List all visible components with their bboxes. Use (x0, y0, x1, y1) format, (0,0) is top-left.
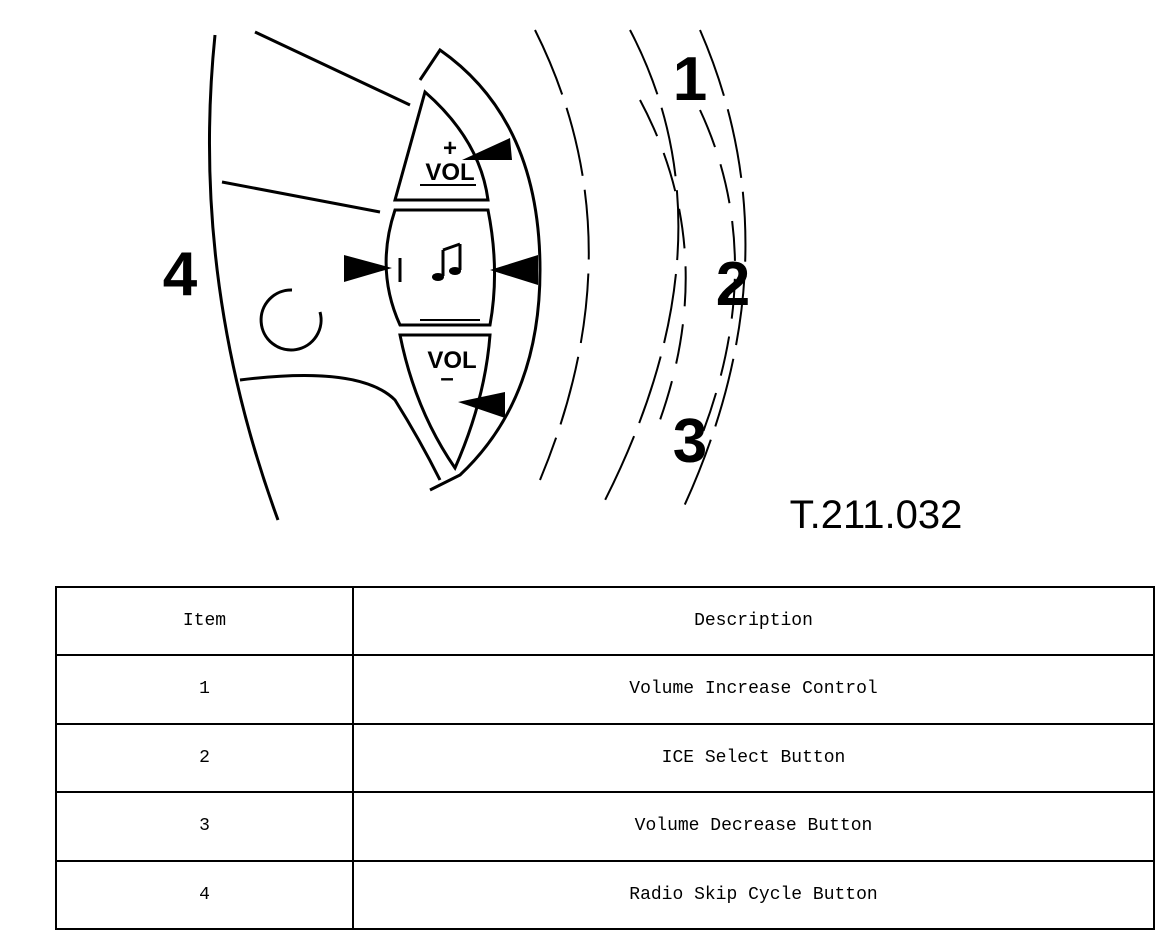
rim-inner-arc (207, 34, 280, 521)
cell-description: ICE Select Button (352, 722, 1155, 793)
vol-down-sign: – (440, 365, 453, 392)
select-button[interactable] (384, 208, 497, 327)
legend-header-row: Item Description (55, 586, 1155, 656)
steering-wheel-controls-diagram: + VOL VOL – 1 2 3 4 T.211.032 (163, 29, 963, 537)
header-item: Item (55, 586, 354, 656)
vol-down-label: VOL (427, 347, 476, 374)
spoke-upper-line (254, 30, 411, 107)
motion-arcs-inner (639, 99, 736, 441)
cell-description: Volume Increase Control (352, 654, 1155, 725)
vol-up-label: VOL (425, 159, 474, 186)
horn-ring (259, 288, 323, 352)
callout-2: 2 (716, 250, 750, 319)
header-description: Description (352, 586, 1155, 656)
cell-description: Radio Skip Cycle Button (352, 859, 1155, 930)
vol-down-button[interactable] (398, 333, 492, 472)
spoke-middle-line (221, 180, 381, 214)
arrow-1-icon (462, 138, 512, 160)
table-row: 2 ICE Select Button (55, 722, 1155, 793)
bezel-outer (418, 47, 542, 492)
wheel-outline (207, 30, 542, 521)
music-note-icon (432, 242, 462, 281)
skip-arrow-icon (344, 255, 402, 282)
motion-arcs (534, 29, 747, 516)
callout-4: 4 (163, 240, 198, 309)
vol-up-button[interactable] (393, 89, 490, 202)
table-row: 4 Radio Skip Cycle Button (55, 859, 1155, 930)
vol-up-sign: + (443, 135, 457, 162)
cell-item: 4 (55, 859, 354, 930)
table-row: 3 Volume Decrease Button (55, 791, 1155, 862)
cell-item: 1 (55, 654, 354, 725)
figure-reference: T.211.032 (790, 493, 963, 537)
callout-1: 1 (673, 45, 707, 114)
cell-item: 2 (55, 722, 354, 793)
control-cluster (384, 89, 497, 472)
arrow-3-icon (458, 392, 505, 418)
legend-table: Item Description 1 Volume Increase Contr… (55, 586, 1155, 930)
spoke-lower-curve (239, 374, 442, 481)
cell-item: 3 (55, 791, 354, 862)
cell-description: Volume Decrease Button (352, 791, 1155, 862)
callout-3: 3 (673, 407, 707, 476)
arrow-2-icon (490, 255, 538, 285)
table-row: 1 Volume Increase Control (55, 654, 1155, 725)
